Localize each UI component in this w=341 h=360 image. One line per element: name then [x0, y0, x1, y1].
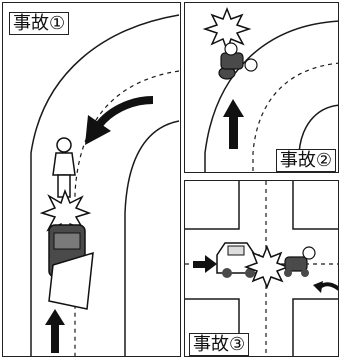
collision-burst-icon [243, 244, 291, 290]
accident-panel-2: 事故② [184, 2, 339, 173]
accident-2-scene [202, 6, 338, 172]
center-line [252, 62, 338, 172]
road-inner-edge [124, 120, 180, 356]
car [216, 242, 260, 278]
motorcycle [284, 246, 316, 277]
road-outer-edge [204, 20, 338, 172]
road-inner-edge [298, 104, 338, 154]
turn-direction-arrow [85, 96, 154, 145]
accident-1-scene [30, 14, 180, 356]
forward-arrow [45, 309, 65, 353]
accident-panel-3: 事故③ [184, 180, 339, 357]
forward-arrow [223, 99, 244, 149]
car [48, 224, 94, 310]
accident-1-label: 事故① [9, 12, 70, 35]
accident-3-label: 事故③ [189, 333, 250, 356]
motorcycle-rider [52, 137, 76, 198]
road-outer-edge [30, 14, 180, 356]
center-line [74, 70, 180, 356]
car-direction-arrow [193, 255, 217, 273]
motorcycle [218, 42, 258, 80]
turn-arrow [313, 281, 338, 293]
accident-3-scene [185, 181, 338, 356]
accident-panel-1: 事故① [2, 2, 181, 357]
accident-2-label: 事故② [275, 149, 336, 172]
